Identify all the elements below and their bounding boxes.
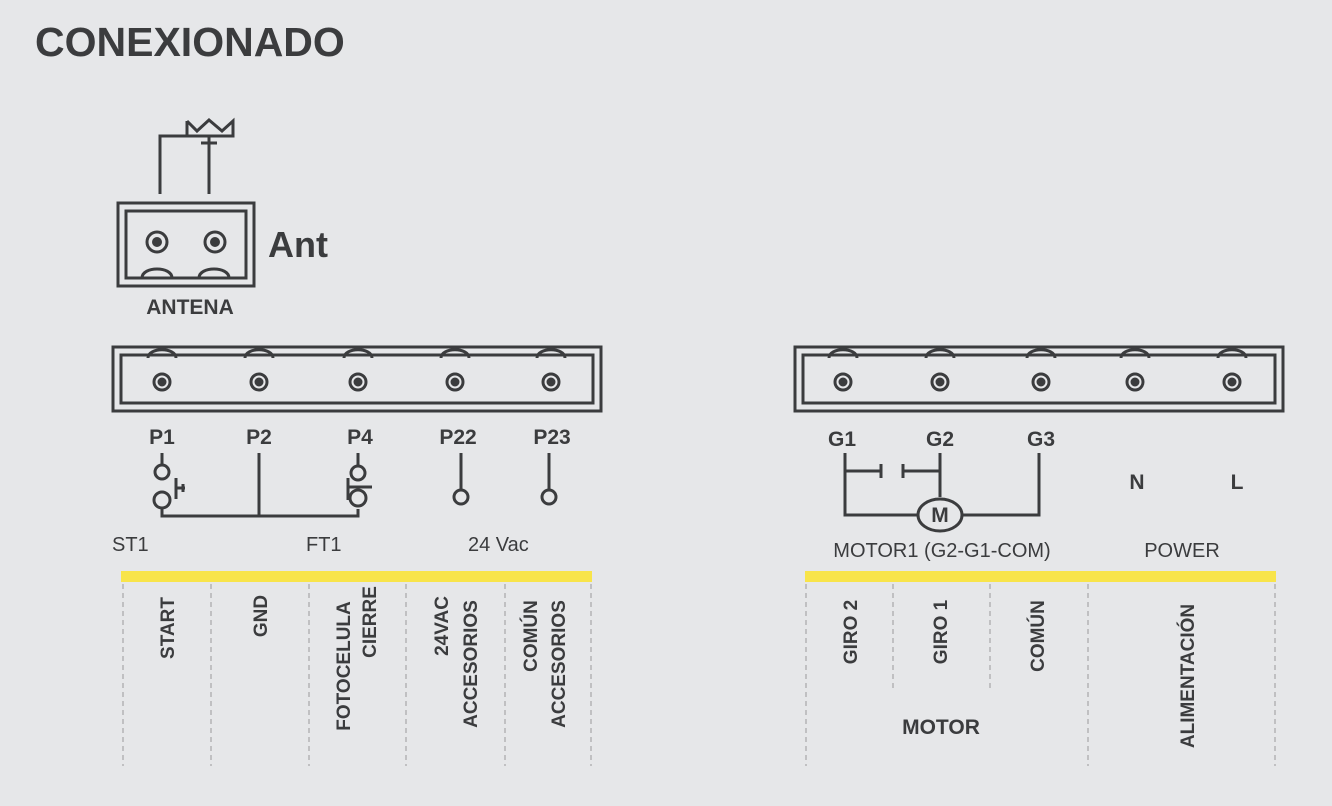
terminal-p2: P2 — [246, 426, 272, 449]
terminal-g2: G2 — [926, 428, 954, 451]
motor-label: MOTOR1 (G2-G1-COM) — [833, 540, 1050, 562]
terminal-p1: P1 — [149, 426, 175, 449]
terminal-n: N — [1129, 471, 1144, 494]
motor-symbol: M — [931, 504, 949, 527]
function-giro1: GIRO 1 — [931, 599, 952, 664]
right-function-labels: GIRO 2 GIRO 1 COMÚN ALIMENTACIÓN — [841, 599, 1199, 748]
terminal-g1: G1 — [828, 428, 856, 451]
right-terminal-block — [793, 345, 1285, 413]
function-24vac-line1: 24VAC — [432, 596, 453, 656]
antenna-icon — [158, 117, 235, 194]
st1-label: ST1 — [112, 534, 149, 556]
function-photocell-line2: CIERRE — [360, 586, 381, 658]
terminal-l: L — [1231, 471, 1244, 494]
function-24vac-line2: ACCESORIOS — [461, 600, 482, 728]
right-highlight-bar — [805, 571, 1276, 582]
function-power: ALIMENTACIÓN — [1177, 604, 1199, 748]
motor-group-label: MOTOR — [902, 716, 980, 739]
function-giro2: GIRO 2 — [841, 600, 862, 664]
antenna-tag: Ant — [268, 224, 328, 265]
terminal-p22: P22 — [439, 426, 476, 449]
page-title: CONEXIONADO — [35, 19, 345, 65]
start-pushbutton-icon — [152, 453, 185, 510]
ft1-label: FT1 — [306, 534, 342, 556]
power-label: POWER — [1144, 540, 1220, 562]
vac-label: 24 Vac — [468, 534, 529, 556]
function-gnd: GND — [251, 595, 272, 637]
antenna-connector — [116, 117, 256, 288]
terminal-p4: P4 — [347, 426, 373, 449]
function-common-line1: COMÚN — [520, 600, 542, 672]
left-terminal-block — [111, 345, 603, 413]
motor-icon: M — [916, 497, 964, 533]
photocell-contact-icon — [346, 453, 372, 508]
left-dividers — [122, 584, 592, 766]
left-wiring — [152, 453, 558, 518]
terminal-g3: G3 — [1027, 428, 1055, 451]
function-common-line2: ACCESORIOS — [549, 600, 570, 728]
left-screw-terminals — [146, 348, 567, 392]
antenna-label: ANTENA — [146, 296, 234, 319]
left-highlight-bar — [121, 571, 592, 582]
motor-wiring — [843, 453, 1041, 517]
left-function-labels: START GND FOTOCELULA CIERRE 24VAC ACCESO… — [158, 586, 570, 731]
function-start: START — [158, 597, 179, 659]
function-common: COMÚN — [1027, 600, 1049, 672]
right-screw-terminals — [827, 348, 1248, 392]
function-photocell-line1: FOTOCELULA — [334, 601, 355, 731]
terminal-p23: P23 — [533, 426, 570, 449]
right-dividers — [805, 584, 1276, 766]
